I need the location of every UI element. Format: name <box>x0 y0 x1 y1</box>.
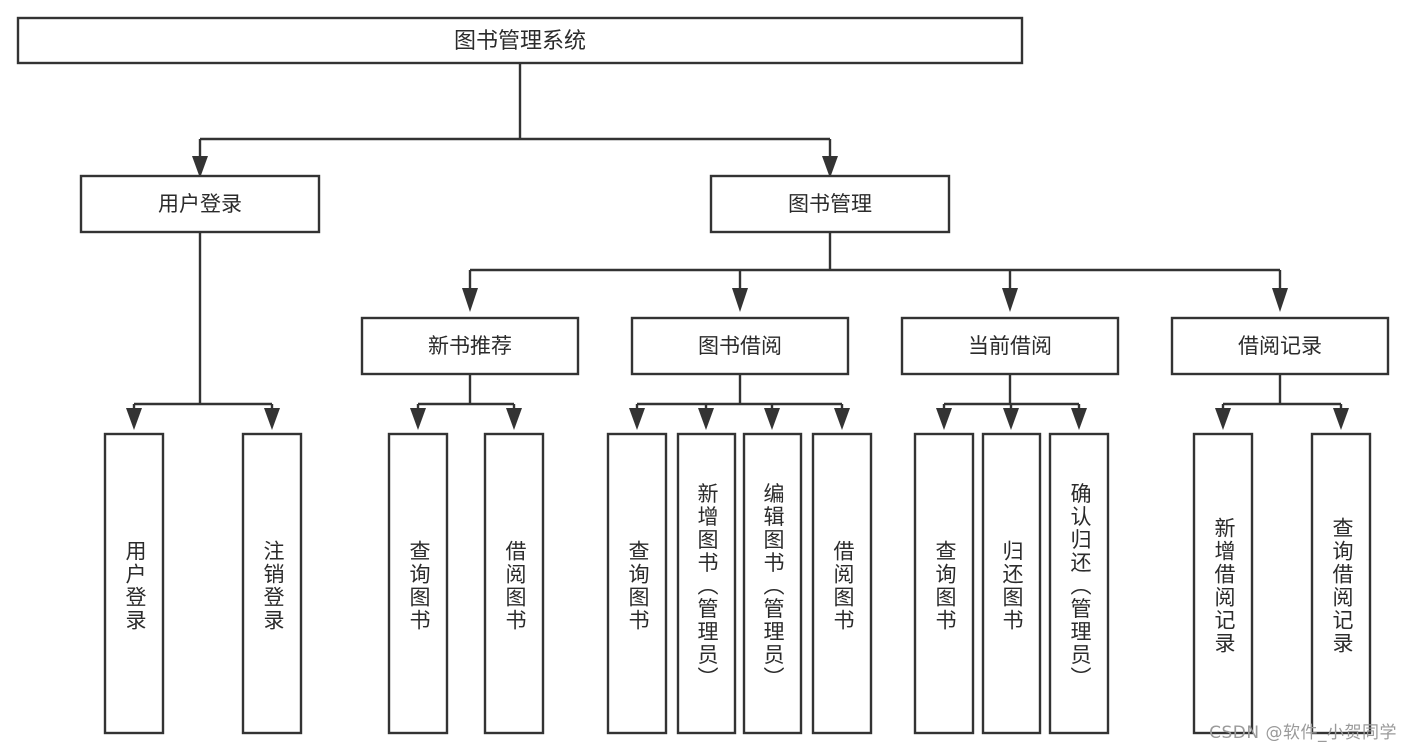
leaf-borrow-record-add[interactable]: 新增借阅记录 <box>1192 432 1254 735</box>
arrow-head-record-add <box>1215 408 1231 430</box>
leaf-new-book-query[interactable]: 查询图书 <box>387 432 449 735</box>
node-borrow-record-label: 借阅记录 <box>1238 334 1322 358</box>
leaf-user-login-logout[interactable]: 注销登录 <box>241 432 303 735</box>
leaf-new-book-borrow-label: 借阅图书 <box>503 540 527 632</box>
leaf-book-borrow-add-label: 新增图书（管理员） <box>695 483 719 690</box>
arrow-head-newbook-query <box>410 408 426 430</box>
leaf-current-borrow-query[interactable]: 查询图书 <box>913 432 975 735</box>
node-new-book-recommend-label: 新书推荐 <box>428 334 512 358</box>
arrow-head-new-book <box>462 288 478 312</box>
node-current-borrow[interactable]: 当前借阅 <box>900 316 1120 376</box>
arrow-head-book-mgmt <box>822 156 838 178</box>
node-borrow-record[interactable]: 借阅记录 <box>1170 316 1390 376</box>
arrow-head-borrow-record <box>1272 288 1288 312</box>
leaf-book-borrow-edit-label: 编辑图书（管理员） <box>761 483 785 690</box>
arrow-head-leaf-logout <box>264 408 280 430</box>
arrow-head-borrow-edit <box>764 408 780 430</box>
node-user-login[interactable]: 用户登录 <box>79 174 321 234</box>
leaf-book-borrow-add[interactable]: 新增图书（管理员） <box>676 432 737 735</box>
leaf-new-book-query-label: 查询图书 <box>407 540 431 632</box>
arrow-head-borrow-borrow <box>834 408 850 430</box>
arrow-head-leaf-user-login <box>126 408 142 430</box>
arrow-head-book-borrow <box>732 288 748 312</box>
leaf-book-borrow-query-label: 查询图书 <box>626 540 650 632</box>
leaf-borrow-record-query[interactable]: 查询借阅记录 <box>1310 432 1372 735</box>
arrow-head-borrow-query <box>629 408 645 430</box>
leaf-book-borrow-edit[interactable]: 编辑图书（管理员） <box>742 432 803 735</box>
node-new-book-recommend-box[interactable] <box>360 316 580 376</box>
leaf-borrow-record-add-label: 新增借阅记录 <box>1212 517 1236 655</box>
node-book-management[interactable]: 图书管理 <box>709 174 951 234</box>
arrow-head-record-query <box>1333 408 1349 430</box>
arrow-head-current-borrow <box>1002 288 1018 312</box>
arrow-head-current-return <box>1003 408 1019 430</box>
leaf-current-borrow-confirm-label: 确认归还（管理员） <box>1068 483 1092 690</box>
leaf-new-book-query-box[interactable] <box>387 432 449 735</box>
arrow-head-borrow-add <box>698 408 714 430</box>
leaf-current-borrow-confirm-box[interactable] <box>1048 432 1110 735</box>
leaf-current-borrow-return-label: 归还图书 <box>1000 540 1024 632</box>
node-new-book-recommend[interactable]: 新书推荐 <box>360 316 580 376</box>
leaf-book-borrow-query[interactable]: 查询图书 <box>606 432 668 735</box>
connector-layer <box>126 63 1349 430</box>
node-user-login-box[interactable] <box>79 174 321 234</box>
leaf-borrow-record-query-box[interactable] <box>1310 432 1372 735</box>
leaf-book-borrow-borrow-box[interactable] <box>811 432 873 735</box>
leaf-current-borrow-query-label: 查询图书 <box>933 540 957 632</box>
leaf-borrow-record-query-label: 查询借阅记录 <box>1330 517 1354 655</box>
leaf-book-borrow-query-box[interactable] <box>606 432 668 735</box>
leaf-borrow-record-add-box[interactable] <box>1192 432 1254 735</box>
node-book-management-box[interactable] <box>709 174 951 234</box>
node-current-borrow-label: 当前借阅 <box>968 334 1052 358</box>
leaf-user-login-logout-label: 注销登录 <box>261 540 285 632</box>
leaf-current-borrow-confirm[interactable]: 确认归还（管理员） <box>1048 432 1110 735</box>
node-root-system[interactable]: 图书管理系统 <box>16 16 1024 65</box>
leaf-current-borrow-query-box[interactable] <box>913 432 975 735</box>
node-book-borrow[interactable]: 图书借阅 <box>630 316 850 376</box>
leaf-user-login-login-label: 用户登录 <box>123 540 147 632</box>
node-current-borrow-box[interactable] <box>900 316 1120 376</box>
node-borrow-record-box[interactable] <box>1170 316 1390 376</box>
arrow-head-current-confirm <box>1071 408 1087 430</box>
arrow-head-newbook-borrow <box>506 408 522 430</box>
leaf-user-login-login-box[interactable] <box>103 432 165 735</box>
leaf-book-borrow-borrow-label: 借阅图书 <box>831 540 855 632</box>
leaf-new-book-borrow[interactable]: 借阅图书 <box>483 432 545 735</box>
node-root-system-label: 图书管理系统 <box>454 29 586 54</box>
leaf-current-borrow-return-box[interactable] <box>981 432 1042 735</box>
leaf-book-borrow-edit-box[interactable] <box>742 432 803 735</box>
node-user-login-label: 用户登录 <box>158 192 242 216</box>
arrow-head-current-query <box>936 408 952 430</box>
leaf-new-book-borrow-box[interactable] <box>483 432 545 735</box>
node-book-borrow-label: 图书借阅 <box>698 334 782 358</box>
leaf-user-login-login[interactable]: 用户登录 <box>103 432 165 735</box>
node-book-management-label: 图书管理 <box>788 192 872 216</box>
leaf-book-borrow-add-box[interactable] <box>676 432 737 735</box>
node-root-system-box[interactable] <box>16 16 1024 65</box>
arrow-head-user-login <box>192 156 208 178</box>
node-book-borrow-box[interactable] <box>630 316 850 376</box>
leaf-user-login-logout-box[interactable] <box>241 432 303 735</box>
leaf-book-borrow-borrow[interactable]: 借阅图书 <box>811 432 873 735</box>
leaf-current-borrow-return[interactable]: 归还图书 <box>981 432 1042 735</box>
